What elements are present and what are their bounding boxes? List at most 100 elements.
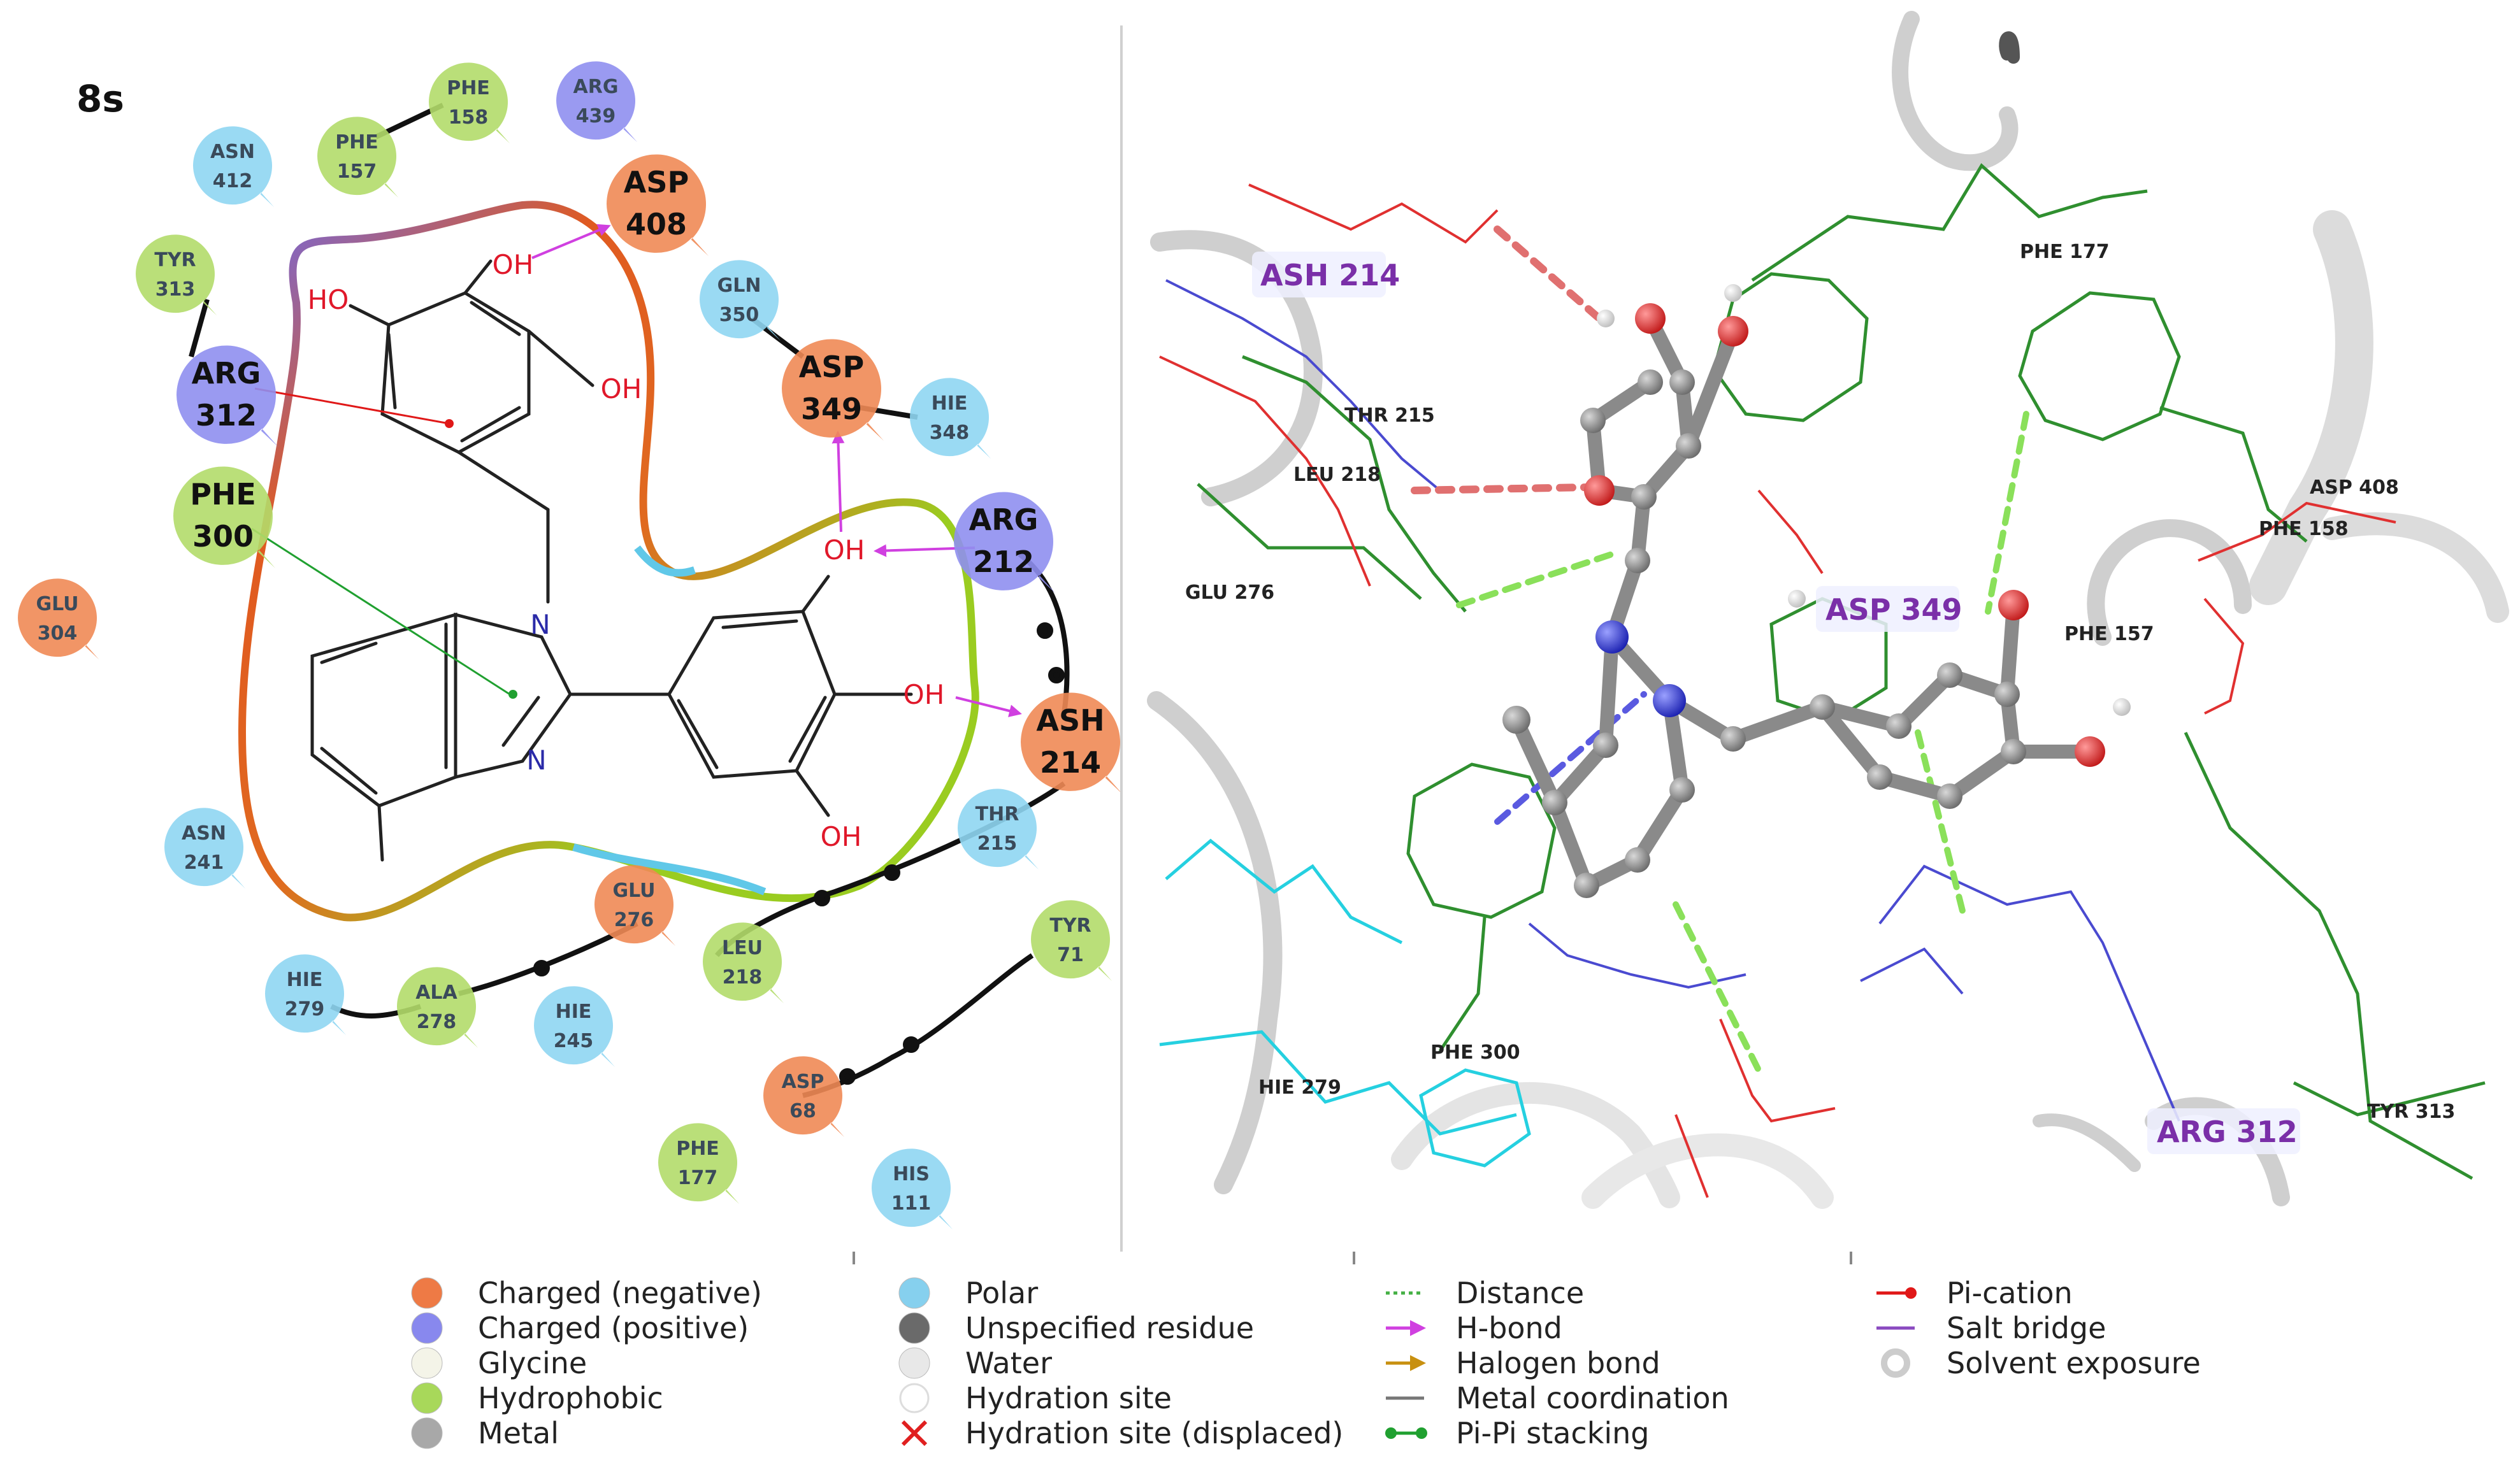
residue-glyph-phe300 [173, 466, 275, 568]
legend-item-solvent-exposure: Solvent exposure [1881, 1346, 2201, 1380]
residue-number-phe158: 158 [449, 106, 489, 129]
residue-number-glu304: 304 [38, 622, 78, 645]
residue-number-asn241: 241 [184, 852, 224, 874]
residue-name-ala278: ALA [415, 982, 457, 1004]
legend-item-pi-pi-stacking: Pi-Pi stacking [1385, 1416, 1650, 1450]
legend-label: Pi-cation [1947, 1276, 2073, 1310]
residue-name-gln350: GLN [717, 275, 761, 297]
residue-name-his111: HIS [893, 1163, 930, 1185]
residue-number-thr215: 215 [977, 833, 1018, 855]
residue-glyph-gln350 [700, 260, 781, 341]
residue-name-glu276: GLU [612, 880, 655, 902]
label-3d-arg312: ARG 312 [2157, 1115, 2298, 1149]
residue-glyph-hie279 [265, 954, 347, 1036]
label-3d-phe177: PHE 177 [2020, 241, 2110, 263]
legend-item-h-bond: H-bond [1386, 1311, 1562, 1345]
residue-number-asn412: 412 [213, 170, 253, 192]
residue-name-thr215: THR [976, 803, 1019, 825]
residue-glyph-phe158 [429, 62, 510, 144]
legend-label: Glycine [478, 1346, 587, 1380]
legend: Charged (negative)Charged (positive)Glyc… [411, 1252, 2201, 1450]
residue-number-ash214: 214 [1040, 745, 1101, 780]
legend-label: Hydrophobic [478, 1381, 663, 1415]
ligand-atoms [1502, 284, 2131, 898]
legend-item-metal: Metal [411, 1416, 559, 1450]
ash214-highlight-box [1252, 252, 1386, 297]
atom-oh-ring1: OH [601, 373, 642, 404]
pocket-outline-accent-bottom [572, 843, 767, 896]
hbond-dashes-3d [1411, 225, 2029, 1073]
residue-glyph-asn241 [164, 808, 246, 889]
legend-label: Metal coordination [1456, 1381, 1729, 1415]
atom-n1: N [530, 609, 550, 640]
legend-item-polar: Polar [898, 1276, 1038, 1310]
legend-label: Halogen bond [1456, 1346, 1660, 1380]
legend-label: Distance [1456, 1276, 1584, 1310]
residue-glyph-ash214 [1021, 692, 1123, 794]
residue-glyph-arg312 [176, 345, 278, 447]
residue-wires-blue [1165, 279, 2180, 1122]
residue-wires-green [1197, 163, 2486, 1180]
residue-glyph-tyr71 [1031, 900, 1112, 982]
residue-backbone-links [189, 103, 1070, 1098]
legend-marker [901, 1420, 928, 1447]
residue-glu276: GLU 276 [594, 865, 676, 947]
legend-item-salt-bridge: Salt bridge [1876, 1311, 2106, 1345]
legend-label: Solvent exposure [1947, 1346, 2201, 1380]
residue-number-hie348: 348 [930, 422, 970, 444]
residue-name-glu304: GLU [36, 593, 78, 615]
legend-item-charged-positive: Charged (positive) [411, 1311, 749, 1345]
residue-name-hie348: HIE [932, 392, 968, 415]
legend-marker [411, 1382, 443, 1414]
arg312-highlight-box [2147, 1108, 2300, 1154]
legend-item-metal-coordination: Metal coordination [1386, 1381, 1729, 1415]
atom-oh-ring2-bottom: OH [821, 821, 862, 852]
legend-label: Charged (negative) [478, 1276, 762, 1310]
legend-marker [411, 1312, 443, 1344]
legend-label: Polar [965, 1276, 1038, 1310]
residue-number-arg439: 439 [576, 105, 616, 127]
residue-number-asp68: 68 [789, 1100, 816, 1122]
ligand-atom-labels: HO OH OH N N OH OH OH [308, 249, 945, 852]
legend-marker-dot [1416, 1427, 1427, 1439]
residue-glyph-ala278 [397, 967, 479, 1048]
residue-name-hie279: HIE [287, 969, 323, 991]
legend-marker-dot [1905, 1287, 1917, 1299]
legend-marker-dot [1385, 1427, 1397, 1439]
legend-marker [898, 1277, 930, 1309]
label-3d-glu276: GLU 276 [1185, 582, 1274, 604]
residue-name-phe300: PHE [190, 477, 256, 511]
atom-ho: HO [308, 284, 349, 315]
residue-name-arg212: ARG [969, 503, 1039, 537]
residue-glyph-his111 [872, 1148, 953, 1230]
residue-glyph-asp349 [782, 339, 884, 441]
pocket-outline [238, 201, 979, 922]
residue-number-tyr71: 71 [1057, 944, 1084, 966]
legend-item-hydrophobic: Hydrophobic [411, 1381, 663, 1415]
label-3d-leu218: LEU 218 [1293, 464, 1381, 486]
atom-oh-ring2-mid: OH [904, 679, 945, 710]
residue-number-glu276: 276 [614, 909, 654, 931]
residue-number-arg312: 312 [196, 398, 257, 432]
label-3d-phe157: PHE 157 [2064, 623, 2154, 645]
residue-hie348: HIE 348 [910, 378, 991, 459]
residue-glyph-hie348 [910, 378, 991, 459]
panel-label: 8s [76, 77, 124, 120]
pi-pi-stacking-line [251, 527, 517, 699]
legend-item-distance: Distance [1386, 1276, 1584, 1310]
label-3d-ash214: ASH 214 [1260, 258, 1400, 292]
legend-label: Salt bridge [1947, 1311, 2106, 1345]
legend-item-unspecified-residue: Unspecified residue [898, 1311, 1254, 1345]
